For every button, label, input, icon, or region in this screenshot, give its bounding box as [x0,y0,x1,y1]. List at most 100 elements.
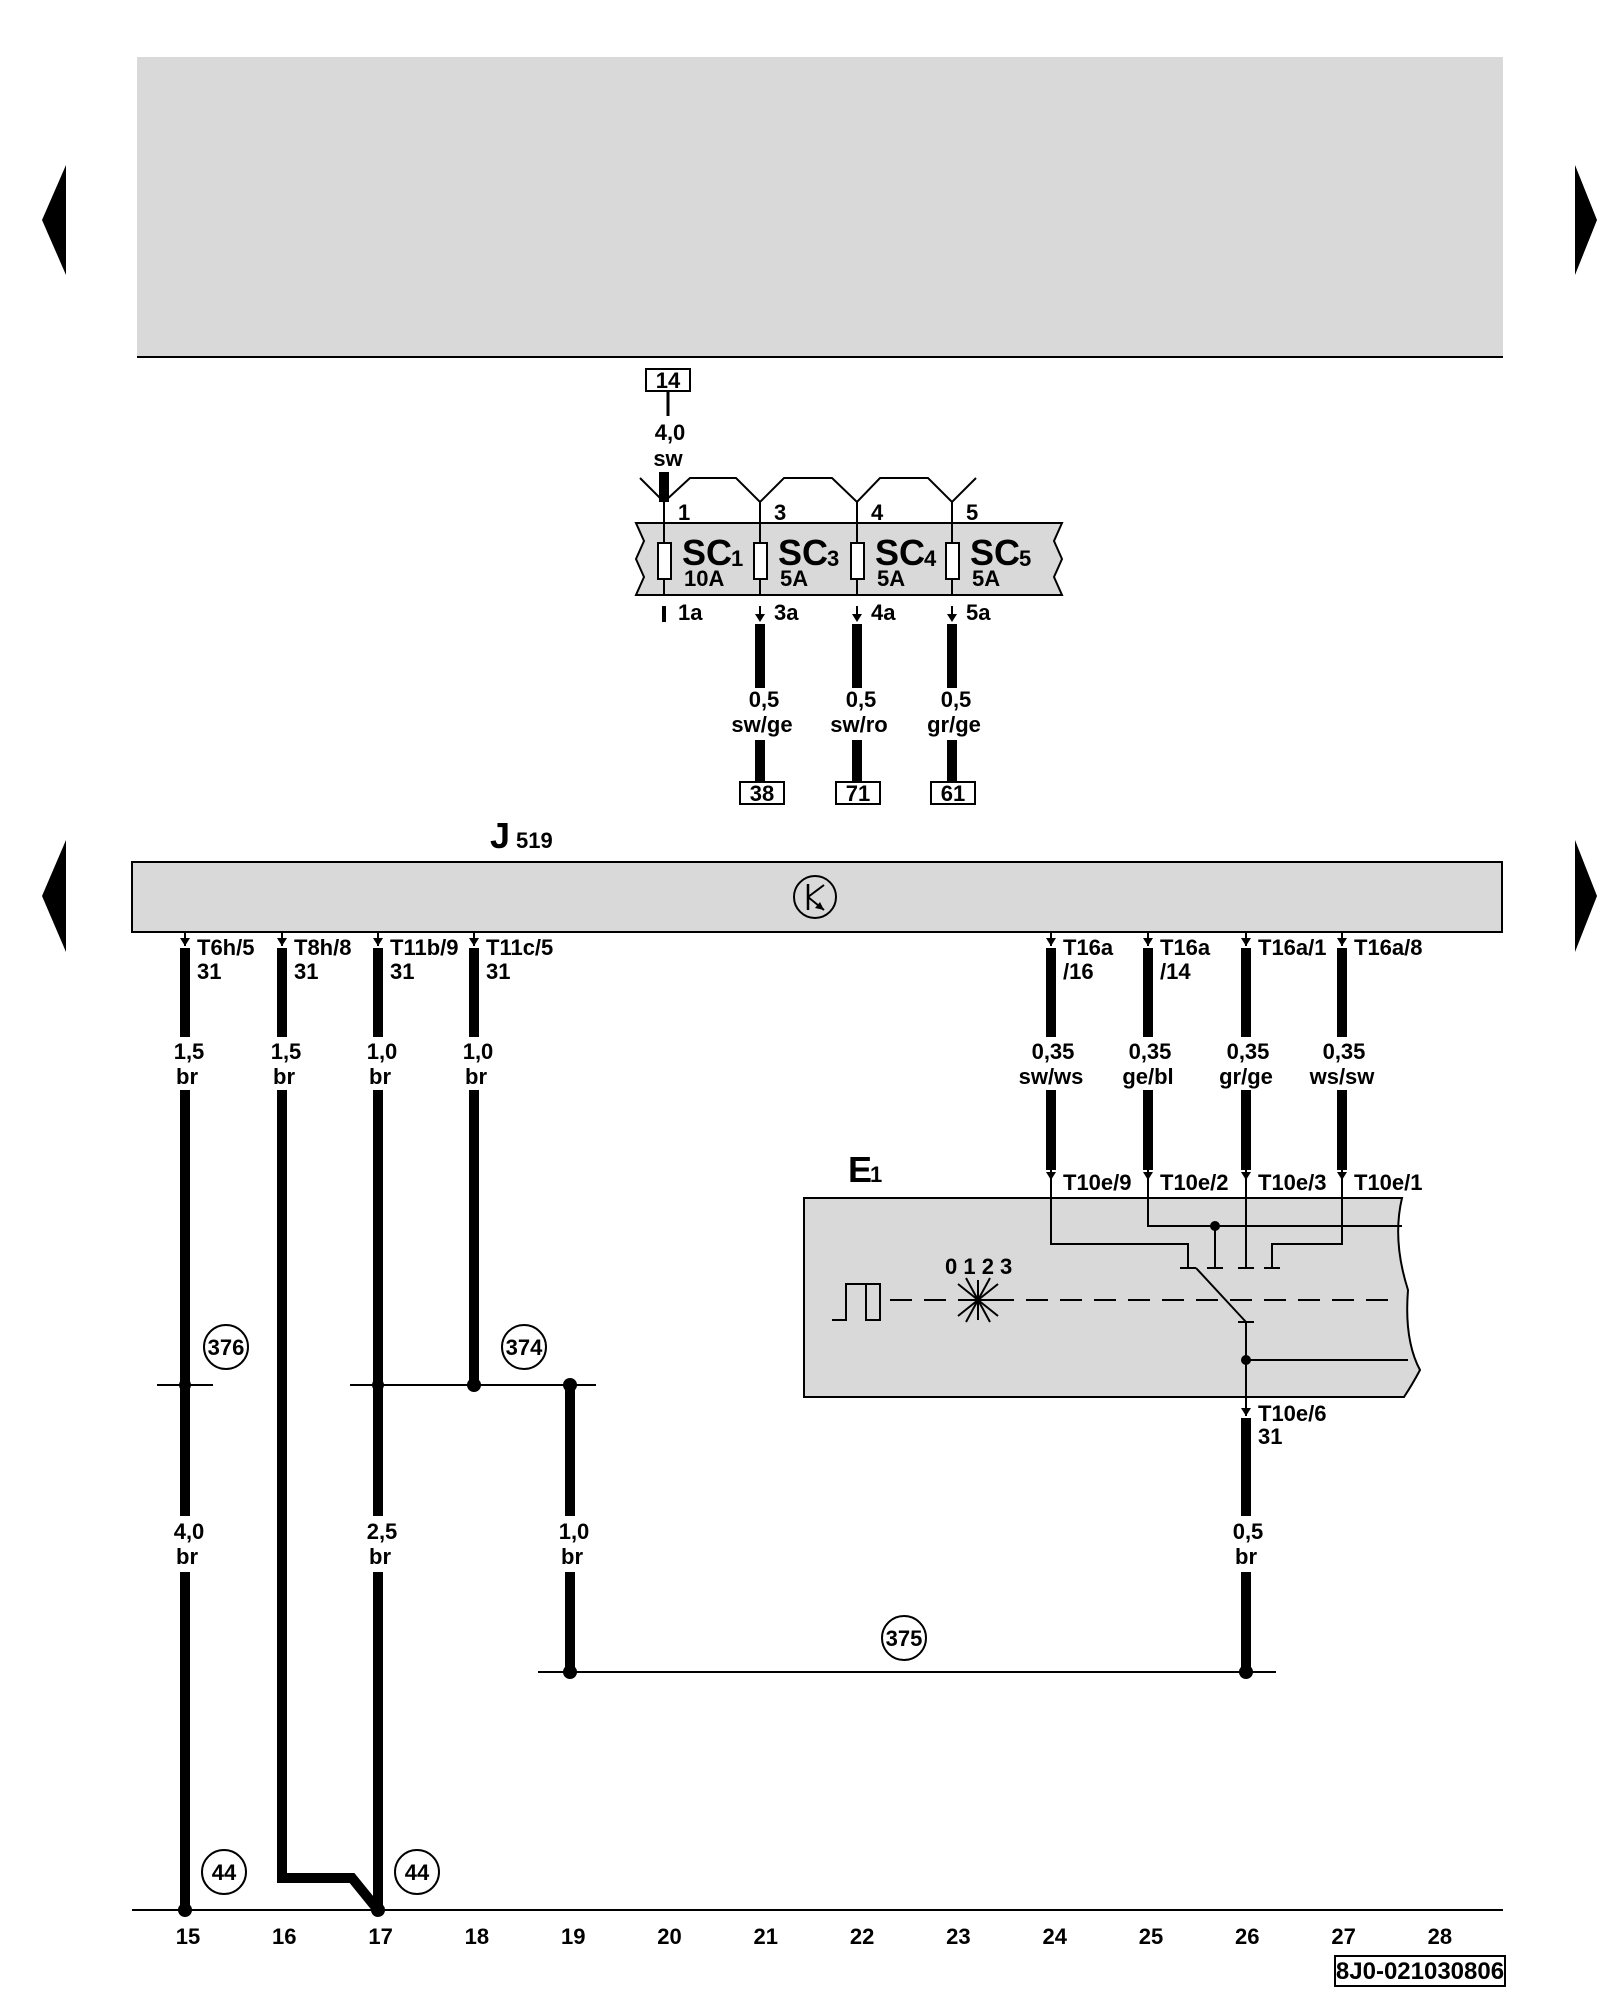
svg-text:5a: 5a [966,600,991,625]
svg-text:31: 31 [294,959,318,984]
switch-positions-label: 0 1 2 3 [945,1254,1012,1279]
switch-ground-term: 31 [1258,1424,1282,1449]
ref-box-38[interactable] [739,781,785,805]
supply-wire-color: sw [653,446,683,471]
next-page-arrow-top[interactable] [1575,165,1597,275]
svg-text:gr/ge: gr/ge [1219,1064,1273,1089]
control-unit-sub: 519 [516,828,553,853]
switch-body [803,1197,1422,1398]
fuse-out-wire-71: 0,5 sw/ro 71 [830,687,887,806]
svg-text:5: 5 [1019,546,1031,571]
wire-15-size: 4,0 [174,1519,205,1544]
diagram-id: 8J0-021030806 [1336,1958,1504,1985]
svg-text:ws/sw: ws/sw [1309,1064,1376,1089]
svg-text:br: br [465,1064,487,1089]
svg-text:38: 38 [750,781,774,806]
switch-ground-pin: T10e/6 [1258,1401,1327,1426]
svg-text:31: 31 [197,959,221,984]
svg-text:T8h/8: T8h/8 [294,935,351,960]
svg-text:0,5: 0,5 [846,687,877,712]
svg-text:T10e/3: T10e/3 [1258,1170,1327,1195]
svg-text:1a: 1a [678,600,703,625]
switch-ground-size: 0,5 [1233,1519,1264,1544]
fuse-bus-bar [639,477,977,504]
svg-text:sw/ws: sw/ws [1019,1064,1084,1089]
svg-text:/16: /16 [1063,959,1094,984]
svg-text:SC: SC [682,532,732,573]
prev-page-arrow-top[interactable] [42,165,66,275]
svg-text:T16a/1: T16a/1 [1258,935,1327,960]
switch-pins: T10e/9 T10e/2 T10e/3 T10e/1 [1046,1170,1423,1198]
svg-text:375: 375 [886,1626,923,1651]
current-track-24: 24 [1042,1924,1067,1949]
electronic-symbol-icon [793,875,837,919]
svg-text:3a: 3a [774,600,799,625]
current-track-25: 25 [1139,1924,1163,1949]
control-unit-body [131,861,1503,933]
current-track-23: 23 [946,1924,970,1949]
svg-text:5A: 5A [972,566,1000,591]
svg-text:1: 1 [731,546,743,571]
svg-text:1,5: 1,5 [271,1039,302,1064]
pin-t16a-1: T16a/1 0,35 gr/ge [1219,932,1327,1170]
switch-ground-color: br [1235,1544,1257,1569]
svg-text:10A: 10A [684,566,724,591]
current-track-17: 17 [368,1924,392,1949]
fuse-sc1: 1 SC 1 10A 1a [657,500,743,625]
pin-t11c5: T11c/5 31 1,0 br [463,932,553,1089]
prev-page-arrow-bottom[interactable] [42,840,66,952]
wire-15-color: br [176,1544,198,1569]
ref-box-61[interactable] [930,781,976,805]
pin-t6h5: T6h/5 31 1,5 br [174,932,254,1089]
svg-text:374: 374 [506,1335,543,1360]
svg-text:sw/ge: sw/ge [731,712,792,737]
wire-19-color: br [561,1544,583,1569]
wire-17-color: br [369,1544,391,1569]
diagram-id-box [1334,1955,1506,1987]
current-track-22: 22 [850,1924,874,1949]
pin-t11b9: T11b/9 31 1,0 br [367,932,458,1089]
fuse-sc5: 5 SC 5 5A 5a [945,500,1031,688]
svg-text:4: 4 [924,546,937,571]
svg-text:T16a: T16a [1063,935,1114,960]
current-track-21: 21 [754,1924,778,1949]
svg-text:T16a/8: T16a/8 [1354,935,1423,960]
svg-text:4: 4 [871,500,884,525]
ref-box-71[interactable] [835,781,881,805]
svg-text:T6h/5: T6h/5 [197,935,254,960]
wire-17-size: 2,5 [367,1519,398,1544]
svg-text:1,5: 1,5 [174,1039,205,1064]
svg-text:0,35: 0,35 [1323,1039,1366,1064]
svg-text:1,0: 1,0 [463,1039,494,1064]
supply-wire-size: 4,0 [655,420,686,445]
ground-connection-376[interactable]: 376 [203,1324,249,1370]
svg-text:71: 71 [846,781,870,806]
upper-section-panel [137,57,1503,357]
svg-text:0,35: 0,35 [1227,1039,1270,1064]
svg-text:5A: 5A [877,566,905,591]
pin-t8h8: T8h/8 31 1,5 br [271,932,351,1089]
ground-connection-374[interactable]: 374 [501,1324,547,1370]
current-track-20: 20 [657,1924,681,1949]
svg-text:0,5: 0,5 [749,687,780,712]
pin-t16a-14: T16a /14 0,35 ge/bl [1122,932,1211,1170]
fuse-sc4: 4 SC 4 5A 4a [850,500,937,688]
svg-text:61: 61 [941,781,965,806]
svg-text:0,35: 0,35 [1129,1039,1172,1064]
next-page-arrow-bottom[interactable] [1575,840,1597,952]
ground-connection-375[interactable]: 375 [881,1615,927,1661]
fuse-sc3: 3 SC 3 5A 3a [753,500,839,688]
svg-text:T10e/9: T10e/9 [1063,1170,1132,1195]
ground-point-44-a[interactable]: 44 [201,1849,247,1895]
rotary-knob-icon [832,1283,881,1321]
svg-text:5: 5 [966,500,978,525]
fuse-carrier: 1 4 4,0 sw 1 SC 1 10A 1a 3 SC [634,368,1064,806]
switch-sub: 1 [870,1162,882,1187]
current-track-15: 15 [176,1924,200,1949]
svg-text:3: 3 [774,500,786,525]
ground-point-44-b[interactable]: 44 [394,1849,440,1895]
control-unit-name: J [490,815,510,856]
svg-text:sw/ro: sw/ro [830,712,887,737]
